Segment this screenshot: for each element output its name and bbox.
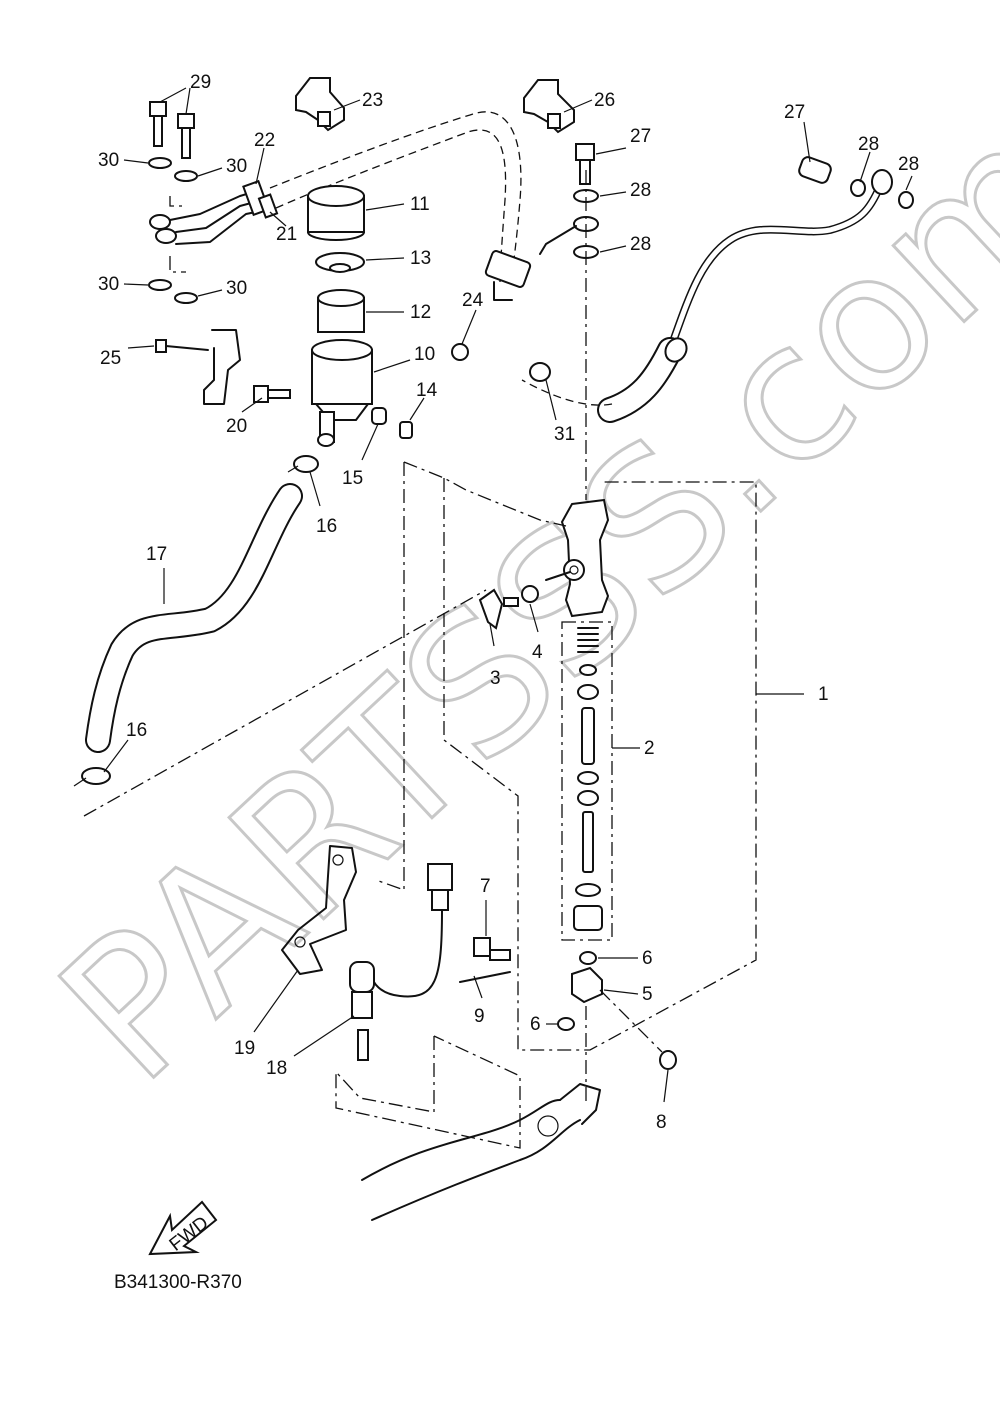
union-bolt-27 bbox=[539, 143, 599, 259]
callout-13: 13 bbox=[410, 248, 431, 269]
callout-19: 19 bbox=[234, 1038, 255, 1059]
callout-10: 10 bbox=[414, 344, 435, 365]
callout-18: 18 bbox=[266, 1058, 287, 1079]
callout-12: 12 bbox=[410, 302, 431, 323]
callout-15: 15 bbox=[342, 468, 363, 489]
callout-30: 30 bbox=[226, 278, 247, 299]
frame-mount bbox=[361, 1083, 601, 1221]
callout-3: 3 bbox=[490, 668, 501, 689]
callout-2: 2 bbox=[644, 738, 655, 759]
callout-24: 24 bbox=[462, 290, 484, 311]
callout-16: 16 bbox=[316, 516, 337, 537]
callout-30: 30 bbox=[226, 156, 247, 177]
callout-27: 27 bbox=[630, 126, 651, 147]
callout-30: 30 bbox=[98, 274, 119, 295]
brake-hose-assembly bbox=[148, 101, 522, 304]
callout-28: 28 bbox=[858, 134, 879, 155]
callout-27: 27 bbox=[784, 102, 805, 123]
callouts: 29 23 26 27 22 30 30 27 28 28 11 28 28 2… bbox=[98, 72, 919, 1133]
callout-28: 28 bbox=[630, 180, 651, 201]
callout-21: 21 bbox=[276, 224, 297, 245]
callout-25: 25 bbox=[100, 348, 121, 369]
callout-1: 1 bbox=[818, 684, 829, 705]
callout-22: 22 bbox=[254, 130, 275, 151]
hose-clip-23 bbox=[295, 77, 345, 132]
leader-lines bbox=[103, 87, 913, 1103]
callout-11: 11 bbox=[410, 194, 430, 215]
rear-brake-hose bbox=[521, 156, 914, 423]
callout-7: 7 bbox=[480, 876, 491, 897]
callout-17: 17 bbox=[146, 544, 167, 565]
callout-9: 9 bbox=[474, 1006, 485, 1027]
reservoir-hose bbox=[73, 483, 303, 787]
callout-29: 29 bbox=[190, 72, 211, 93]
reservoir-assembly bbox=[155, 185, 413, 473]
callout-28: 28 bbox=[898, 154, 919, 175]
fwd-arrow-icon: FWD bbox=[148, 1200, 218, 1256]
callout-23: 23 bbox=[362, 90, 383, 111]
hose-clip-26 bbox=[523, 79, 575, 134]
callout-20: 20 bbox=[226, 416, 247, 437]
callout-5: 5 bbox=[642, 984, 653, 1005]
diagram-code: B341300-R370 bbox=[114, 1272, 242, 1293]
callout-4: 4 bbox=[532, 642, 543, 663]
callout-31: 31 bbox=[554, 424, 575, 445]
callout-16: 16 bbox=[126, 720, 147, 741]
brake-switch-assembly bbox=[281, 845, 453, 1061]
callout-14: 14 bbox=[416, 380, 438, 401]
callout-30: 30 bbox=[98, 150, 119, 171]
callout-28: 28 bbox=[630, 234, 651, 255]
master-cylinder bbox=[459, 498, 677, 1070]
guide-lines bbox=[83, 170, 757, 1149]
hose-joint bbox=[451, 250, 551, 382]
callout-26: 26 bbox=[594, 90, 615, 111]
callout-6: 6 bbox=[642, 948, 653, 969]
callout-6: 6 bbox=[530, 1014, 541, 1035]
callout-8: 8 bbox=[656, 1112, 667, 1133]
